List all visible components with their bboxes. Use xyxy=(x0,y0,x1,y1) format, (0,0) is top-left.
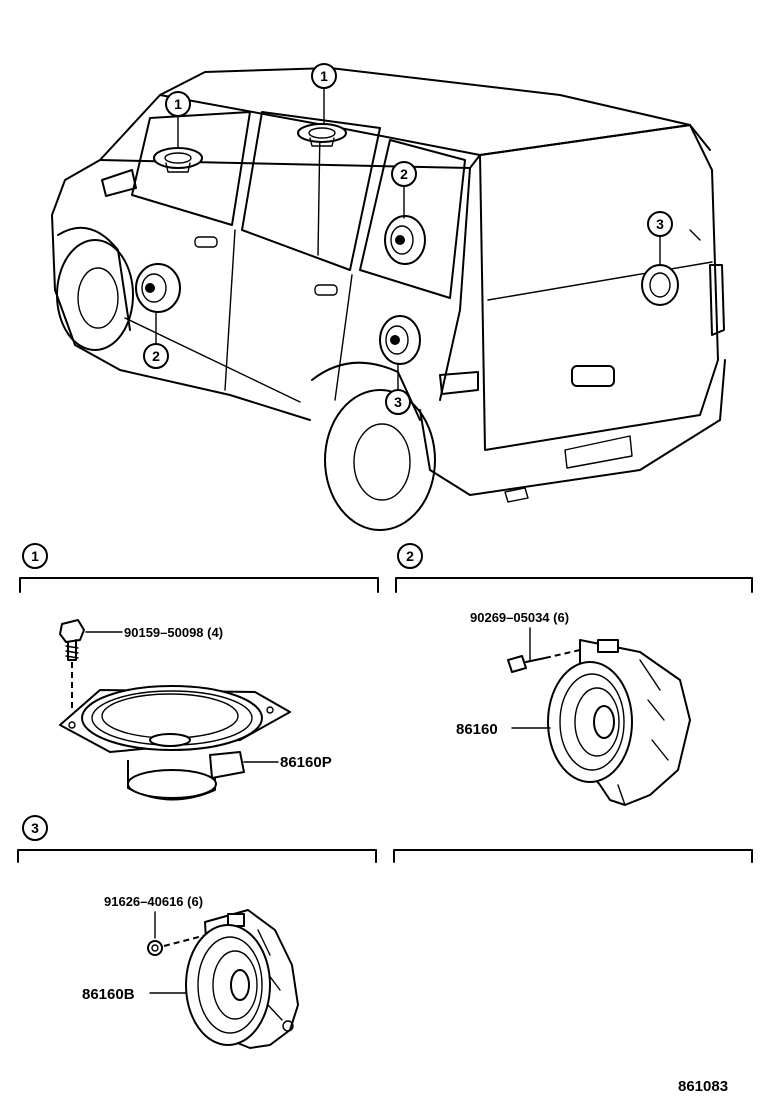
vehicle-speaker-dash-left xyxy=(153,147,203,173)
callout-2-rear-door: 2 xyxy=(391,161,417,219)
speaker-door-icon xyxy=(547,639,691,806)
vehicle-speaker-rear-quarter xyxy=(379,315,421,365)
callout-label: 1 xyxy=(320,68,328,84)
part-number-clip-2: 90269–05034 (6) xyxy=(470,610,569,625)
section-label: 3 xyxy=(31,820,39,836)
callout-1-dash-right: 1 xyxy=(311,63,337,125)
vehicle-illustration xyxy=(51,67,726,531)
callout-2-front-door: 2 xyxy=(143,311,169,369)
section-label: 1 xyxy=(31,548,39,564)
part-number-speaker-1: 86160P xyxy=(280,754,332,771)
callout-label: 2 xyxy=(400,166,408,182)
clip-icon xyxy=(507,655,546,673)
section-4-divider xyxy=(393,849,753,863)
callout-3-rear-hatch: 3 xyxy=(647,211,673,266)
section-2-header: 2 xyxy=(395,543,753,593)
speaker-dash-icon xyxy=(59,685,291,801)
clip-guide-line xyxy=(544,649,581,659)
section-3-header: 3 xyxy=(17,815,377,863)
section-label: 2 xyxy=(406,548,414,564)
bolt-icon xyxy=(59,619,85,661)
part-number-clip-3: 91626–40616 (6) xyxy=(104,894,203,909)
vehicle-speaker-dash-right xyxy=(297,123,347,147)
callout-label: 1 xyxy=(174,96,182,112)
vehicle-speaker-rear-hatch xyxy=(641,264,679,306)
nut-icon xyxy=(147,940,163,956)
part-number-speaker-3: 86160B xyxy=(82,986,135,1003)
figure-number: 861083 xyxy=(678,1078,728,1095)
section-1-header: 1 xyxy=(19,543,379,593)
vehicle-speaker-rear-door xyxy=(384,215,426,265)
callout-label: 3 xyxy=(656,216,664,232)
part-number-speaker-2: 86160 xyxy=(456,721,498,738)
vehicle-speaker-front-door xyxy=(135,263,181,313)
callout-label: 2 xyxy=(152,348,160,364)
callout-label: 3 xyxy=(394,394,402,410)
callout-3-rear-quarter: 3 xyxy=(385,363,411,415)
part-number-bolt: 90159–50098 (4) xyxy=(124,625,223,640)
callout-1-dash-left: 1 xyxy=(165,91,191,149)
speaker-hatch-icon xyxy=(185,909,299,1049)
